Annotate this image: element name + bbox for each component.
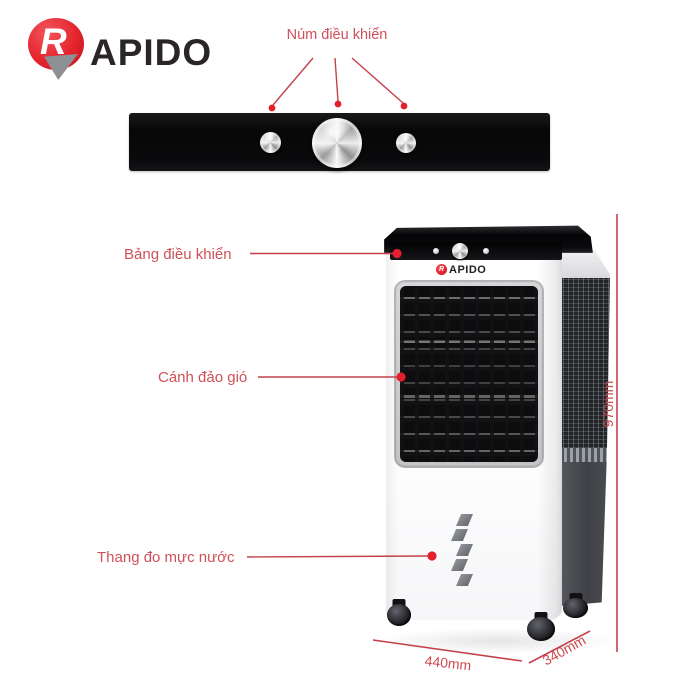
- water-level-gauge: [451, 514, 477, 589]
- callout-control-panel: Bảng điều khiển: [124, 246, 232, 263]
- side-tank-panel: [560, 462, 610, 606]
- side-vent-ribs: [560, 448, 610, 462]
- cooler-strip-dot-right: [483, 248, 489, 254]
- cooler-control-strip: [390, 242, 562, 260]
- caster-wheel-front-left: [387, 599, 411, 627]
- control-knob-right: [396, 133, 416, 153]
- callout-dot-knob-center: [334, 100, 342, 108]
- control-knob-center: [312, 118, 362, 168]
- caster-wheel-icon: [563, 598, 588, 618]
- callout-swing-louver: Cánh đảo gió: [158, 369, 248, 386]
- callout-line-knob-left: [272, 57, 314, 106]
- caster-wheel-front-right: [527, 612, 555, 642]
- dimension-height-label: 970mm: [600, 380, 616, 428]
- caster-mount: [569, 593, 582, 602]
- water-level-mark: [451, 529, 468, 541]
- cooler-logo-word: APIDO: [449, 263, 487, 276]
- cooler-logo-ball-icon: R: [436, 264, 447, 275]
- brand-logo-letter: R: [40, 21, 67, 62]
- callout-dot-knob-right: [400, 102, 408, 110]
- caster-wheel-icon: [387, 604, 411, 626]
- water-level-mark: [451, 559, 468, 571]
- callout-dot-knob-left: [268, 104, 276, 112]
- side-honeycomb-vent: [560, 278, 610, 448]
- caster-mount: [534, 612, 548, 621]
- cooler-strip-dot-left: [433, 248, 439, 254]
- caster-mount: [392, 599, 406, 608]
- caster-wheel-icon: [527, 617, 555, 641]
- brand-logo-word: APIDO: [90, 32, 213, 73]
- water-level-mark: [456, 544, 473, 556]
- callout-control-knob: Núm điều khiển: [286, 27, 388, 43]
- brand-logo: R APIDO: [26, 14, 226, 80]
- cooler-side-panel: [560, 246, 610, 606]
- callout-water-level: Thang đo mực nước: [97, 549, 235, 566]
- control-knob-left: [260, 132, 281, 153]
- louver-grille-slats: [400, 286, 538, 462]
- cooler-strip-knob: [452, 243, 468, 259]
- cooler-brand-logo: R APIDO: [436, 263, 486, 276]
- callout-line-knob-right: [351, 57, 404, 104]
- louver-grille: [395, 281, 543, 467]
- water-level-mark: [456, 514, 473, 526]
- dimension-width-label: 440mm: [423, 652, 473, 674]
- caster-wheel-rear-right: [563, 593, 588, 619]
- callout-line-knob-center: [334, 57, 339, 102]
- water-level-mark: [456, 574, 473, 586]
